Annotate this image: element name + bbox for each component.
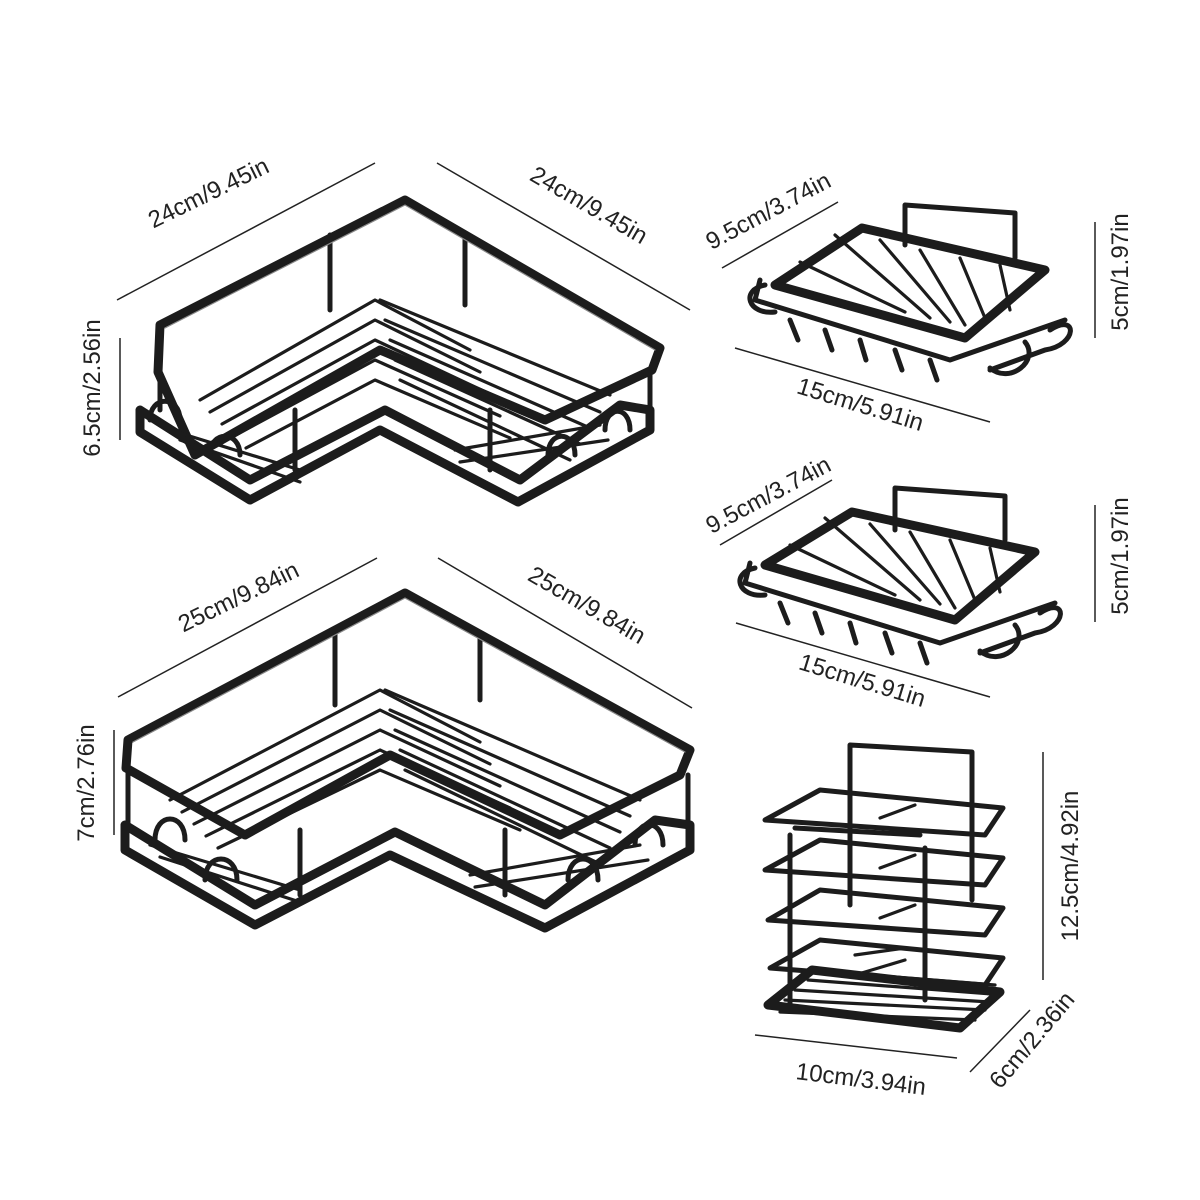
label-large-width-right: 25cm/9.84in xyxy=(523,561,650,650)
label-dish-top-height: 5cm/1.97in xyxy=(1107,213,1134,330)
corner-shelf-small-icon xyxy=(135,195,665,507)
soap-dish-top: 9.5cm/3.74in 15cm/5.91in 5cm/1.97in xyxy=(701,167,1134,437)
soap-dish-bottom-icon xyxy=(737,485,1063,666)
label-dish-bottom-width: 15cm/5.91in xyxy=(796,649,929,713)
dim-line-holder-depth xyxy=(969,1009,1031,1073)
soap-dish-bottom: 9.5cm/3.74in 15cm/5.91in 5cm/1.97in xyxy=(701,451,1134,713)
soap-dish-top-icon xyxy=(747,202,1073,383)
label-dish-bottom-depth: 9.5cm/3.74in xyxy=(701,451,835,539)
label-small-width-right: 24cm/9.45in xyxy=(525,161,652,250)
dim-line-holder-width xyxy=(754,1034,958,1059)
dim-line-dish-top-depth xyxy=(721,201,839,269)
label-large-height: 7cm/2.76in xyxy=(73,724,100,841)
dim-line-dish-bottom-depth xyxy=(719,479,833,546)
label-dish-top-width: 15cm/5.91in xyxy=(794,373,927,437)
corner-shelf-large: 25cm/9.84in 25cm/9.84in 7cm/2.76in xyxy=(73,556,695,933)
toothbrush-holder: 12.5cm/4.92in 10cm/3.94in 6cm/2.36in xyxy=(754,742,1084,1101)
label-holder-width: 10cm/3.94in xyxy=(794,1058,927,1101)
label-holder-depth: 6cm/2.36in xyxy=(984,987,1080,1094)
corner-shelf-large-icon xyxy=(120,588,695,933)
label-dish-bottom-height: 5cm/1.97in xyxy=(1107,497,1134,614)
dim-line-small-left xyxy=(116,162,376,301)
dim-line-dish-top-width xyxy=(734,347,991,423)
corner-shelf-small: 24cm/9.45in 24cm/9.45in 6.5cm/2.56in xyxy=(79,152,691,507)
dim-line-small-right xyxy=(436,162,691,311)
label-holder-height: 12.5cm/4.92in xyxy=(1057,791,1084,942)
label-small-height: 6.5cm/2.56in xyxy=(79,319,106,456)
dim-line-large-left xyxy=(117,557,378,698)
label-large-width-left: 25cm/9.84in xyxy=(174,556,303,638)
dim-line-dish-bottom-width xyxy=(735,622,991,698)
label-small-width-left: 24cm/9.45in xyxy=(144,152,273,234)
toothbrush-holder-icon xyxy=(762,742,1006,1033)
dim-line-large-right xyxy=(437,557,693,709)
